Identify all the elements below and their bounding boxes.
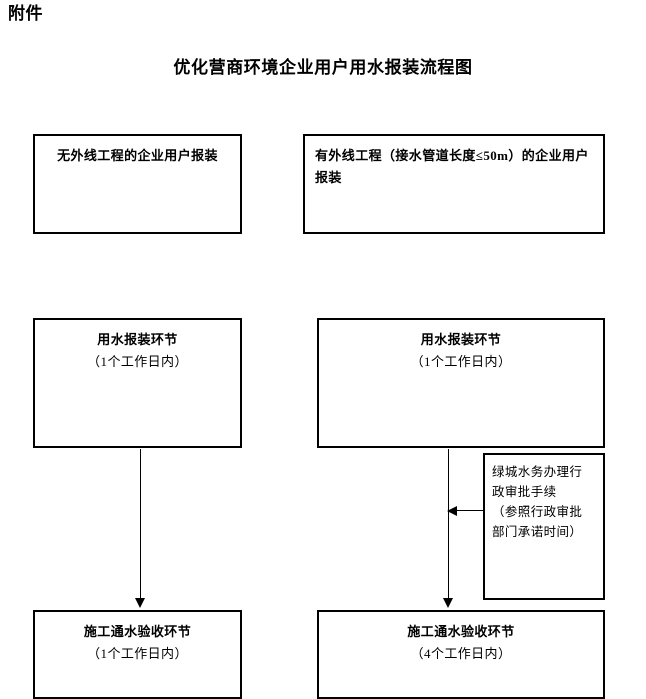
page-title: 优化营商环境企业用户用水报装流程图 [173,58,473,77]
flow-node-duration: （1个工作日内） [87,354,188,369]
flow-node-accept-left: 施工通水验收环节 （1个工作日内） [33,610,242,699]
flow-node-body: 绿城水务办理行 政审批手续 （参照行政审批 部门承诺时间） [485,455,603,542]
flow-node-body: 施工通水验收环节 （4个工作日内） [319,612,603,665]
arrow-head-down-icon [135,598,145,608]
arrow-head-down-icon [443,598,453,608]
arrow-head-left-icon [447,506,457,516]
approval-note-line-1: 绿城水务办理行 [492,465,583,479]
flow-node-body: 有外线工程（接水管道长度≤50m）的企业用户报装 [305,136,603,189]
flow-node-body: 用水报装环节 （1个工作日内） [319,320,603,373]
approval-note-line-2: 政审批手续 [492,485,557,499]
flow-node-duration: （4个工作日内） [410,646,512,661]
flow-node-apply-left: 用水报装环节 （1个工作日内） [33,318,242,448]
flow-node-title: 无外线工程的企业用户报装 [57,148,218,163]
flow-node-title: 有外线工程（接水管道长度≤50m）的企业用户报装 [315,148,589,185]
flow-node-body: 无外线工程的企业用户报装 [35,136,240,167]
attachment-label: 附件 [8,4,43,23]
connector-approval-note-to-main-flow [456,510,484,511]
flow-node-approval-note: 绿城水务办理行 政审批手续 （参照行政审批 部门承诺时间） [483,453,605,600]
flow-node-apply-right: 用水报装环节 （1个工作日内） [317,318,605,448]
flow-node-duration: （1个工作日内） [410,354,512,369]
connector-apply-right-to-accept-right [448,449,449,601]
flow-node-accept-right: 施工通水验收环节 （4个工作日内） [317,610,605,699]
approval-note-line-3: （参照行政审批 [492,505,583,519]
flow-node-no-exterior-start: 无外线工程的企业用户报装 [33,134,242,234]
flow-node-title: 施工通水验收环节 [83,624,192,639]
flow-node-title: 用水报装环节 [420,332,502,347]
flow-node-title: 用水报装环节 [97,332,178,347]
connector-apply-left-to-accept-left [140,449,141,601]
flow-node-duration: （1个工作日内） [87,646,188,661]
approval-note-line-4: 部门承诺时间） [492,525,583,539]
flow-node-body: 施工通水验收环节 （1个工作日内） [35,612,240,665]
flow-node-title: 施工通水验收环节 [407,624,515,639]
flow-node-body: 用水报装环节 （1个工作日内） [35,320,240,373]
flow-node-has-exterior-start: 有外线工程（接水管道长度≤50m）的企业用户报装 [303,134,605,234]
